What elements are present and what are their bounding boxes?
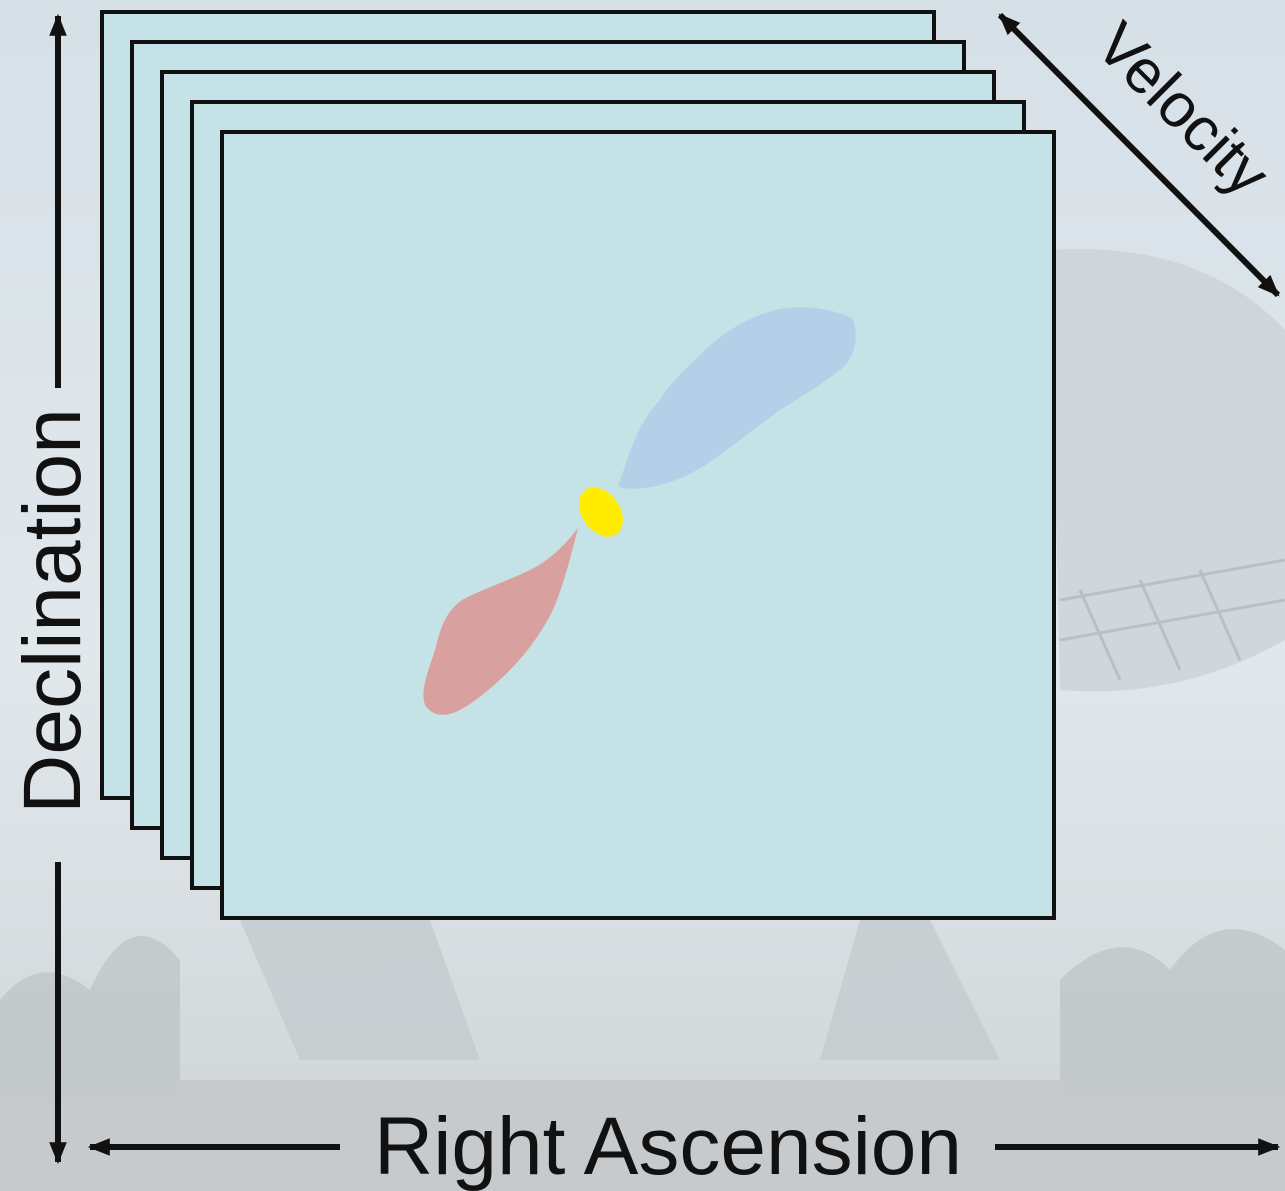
telescope-truss bbox=[1059, 558, 1285, 681]
redshifted-lobe bbox=[423, 528, 578, 715]
blueshifted-lobe bbox=[618, 307, 856, 489]
declination-label: Declination bbox=[7, 408, 98, 814]
central-source bbox=[579, 487, 623, 537]
channel-planes bbox=[100, 10, 1056, 920]
velocity-axis bbox=[997, 12, 1281, 298]
telescope-dish bbox=[1050, 249, 1285, 692]
telescope-mount bbox=[240, 920, 1000, 1060]
channel-plane-5 bbox=[220, 130, 1056, 920]
emission-features bbox=[423, 307, 856, 715]
background-ground bbox=[0, 1080, 1285, 1191]
right-ascension-label: Right Ascension bbox=[374, 1101, 962, 1191]
